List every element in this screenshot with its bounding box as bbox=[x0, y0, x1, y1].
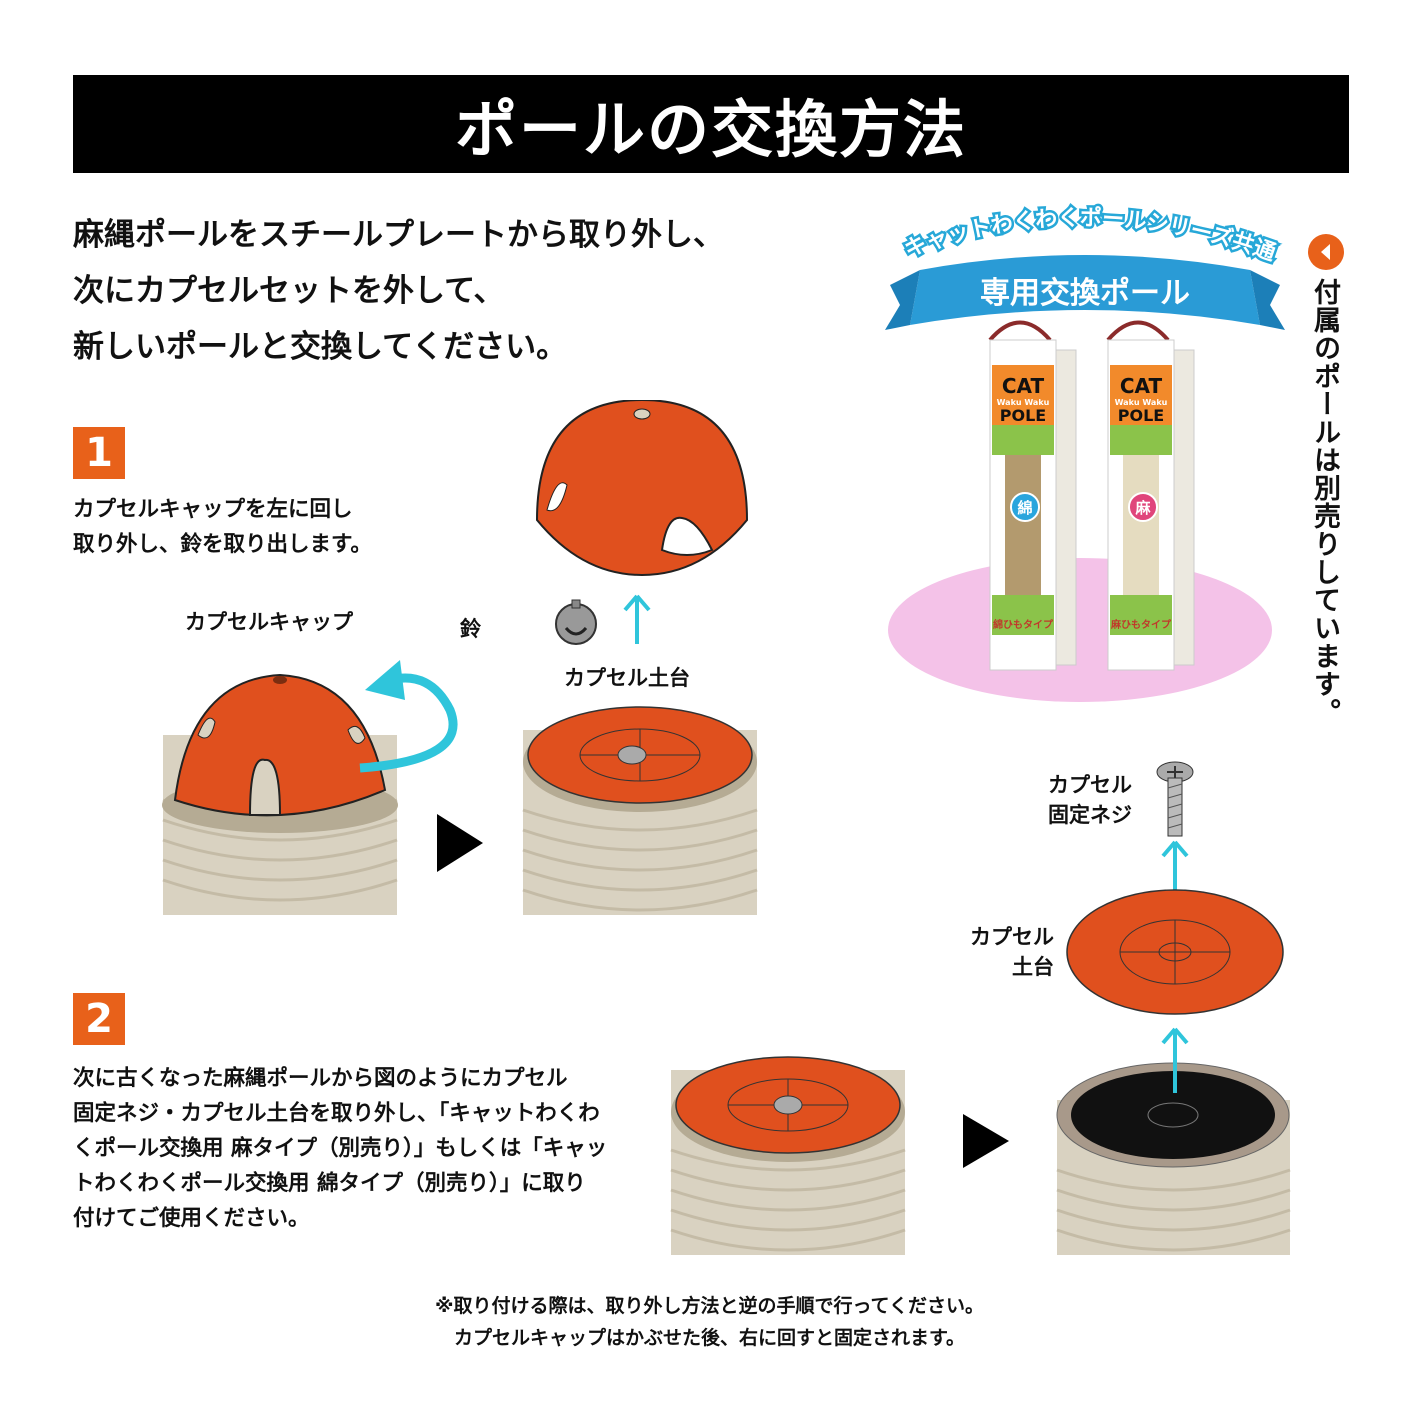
rotate-arrow-head bbox=[365, 660, 405, 700]
label-fixing-screw-line-1: カプセル bbox=[1048, 773, 1132, 797]
pole-rope-lines bbox=[522, 808, 758, 912]
ribbon-tail-right bbox=[1250, 270, 1285, 330]
label-capsule-base: カプセル土台 bbox=[564, 666, 690, 690]
box-brand-band bbox=[992, 365, 1054, 425]
pole-rope-lines bbox=[670, 1148, 906, 1252]
rotate-arrow bbox=[359, 673, 458, 773]
box-name: POLE bbox=[1000, 406, 1046, 425]
cap-hole bbox=[273, 676, 287, 684]
up-arrow-icon bbox=[623, 594, 651, 644]
label-base-line-1: カプセル bbox=[970, 925, 1054, 949]
label-base: カプセル 土台 bbox=[962, 922, 1054, 982]
box-pole bbox=[1123, 455, 1159, 615]
box-pole bbox=[1005, 455, 1041, 615]
step2-text-line-1: 次に古くなった麻縄ポールから図のようにカプセル bbox=[73, 1066, 568, 1091]
box-side bbox=[1173, 349, 1195, 666]
box-name: POLE bbox=[1118, 406, 1164, 425]
base-cross bbox=[1120, 920, 1230, 984]
box-type: 綿ひもタイプ bbox=[993, 618, 1054, 631]
left-arrow-icon bbox=[1308, 234, 1344, 270]
intro-line-1: 麻縄ポールをスチールプレートから取り外し、 bbox=[73, 217, 724, 253]
capsule-base-lifted-illustration bbox=[1066, 889, 1284, 1015]
product-box-hemp: CAT Waku Waku POLE 麻 麻ひもタイプ bbox=[1106, 320, 1195, 671]
steel-plate bbox=[1071, 1071, 1275, 1159]
pole-with-base-illustration bbox=[522, 706, 758, 915]
cap-slot-small bbox=[197, 717, 216, 739]
footer-note-2: カプセルキャップはかぶせた後、右に回すと固定されます。 bbox=[453, 1327, 966, 1349]
screw-head-icon bbox=[617, 745, 647, 765]
label-bell: 鈴 bbox=[460, 617, 481, 641]
step2-text: 次に古くなった麻縄ポールから図のようにカプセル 固定ネジ・カプセル土台を取り外し… bbox=[73, 1061, 607, 1236]
cap-slot-small bbox=[546, 482, 568, 512]
pink-floor-ellipse bbox=[888, 558, 1272, 702]
cotton-badge bbox=[1010, 492, 1040, 522]
cap-hole bbox=[633, 408, 651, 420]
step2-text-line-2: 固定ネジ・カプセル土台を取り外し、「キャットわくわ bbox=[73, 1101, 600, 1126]
label-fixing-screw-line-2: 固定ネジ bbox=[1048, 803, 1132, 827]
screw-head-icon bbox=[773, 1095, 803, 1115]
side-note: 付属のポールは別売りしています。 bbox=[1309, 278, 1340, 726]
plate-hole bbox=[1147, 1102, 1199, 1128]
intro-line-3: 新しいポールと交換してください。 bbox=[73, 329, 568, 365]
box-type: 麻ひもタイプ bbox=[1110, 618, 1172, 631]
step2-text-line-5: 付けてご使用ください。 bbox=[73, 1206, 310, 1231]
product-box-cotton: CAT Waku Waku POLE 綿 綿ひもタイプ bbox=[988, 320, 1077, 671]
step1-number: 1 bbox=[73, 427, 125, 479]
cap-slot bbox=[660, 516, 714, 556]
cotton-badge-text: 綿 bbox=[1017, 499, 1032, 517]
screw-icon bbox=[1156, 761, 1194, 837]
play-arrow-icon bbox=[963, 1114, 1009, 1168]
intro-text: 麻縄ポールをスチールプレートから取り外し、 次にカプセルセットを外して、 新しい… bbox=[73, 207, 724, 375]
ribbon-text: 専用交換ポール bbox=[980, 276, 1190, 311]
label-fixing-screw: カプセル 固定ネジ bbox=[1048, 770, 1132, 830]
capsule-cap bbox=[535, 400, 749, 577]
box-brand: CAT bbox=[1120, 374, 1163, 398]
box-bottom-band bbox=[1110, 595, 1172, 635]
box-side bbox=[1055, 349, 1077, 666]
step1-text-line-2: 取り外し、鈴を取り出します。 bbox=[73, 532, 372, 557]
label-base-line-2: 土台 bbox=[1012, 955, 1054, 979]
box-green-band bbox=[1110, 425, 1172, 455]
cap-slot bbox=[248, 758, 282, 816]
ribbon-tail-left bbox=[885, 270, 920, 330]
step2-pole-with-base-illustration bbox=[670, 1056, 906, 1255]
box-handle bbox=[1106, 320, 1170, 342]
box-brand: CAT bbox=[1002, 374, 1045, 398]
box-brand-band bbox=[1110, 365, 1172, 425]
page-title: ポールの交換方法 bbox=[454, 93, 967, 166]
box-handle bbox=[988, 320, 1052, 342]
step2-text-line-3: くポール交換用 麻タイプ（別売り）」もしくは「キャッ bbox=[73, 1136, 608, 1161]
hemp-badge-text: 麻 bbox=[1134, 499, 1151, 517]
step2-number: 2 bbox=[73, 993, 125, 1045]
step1-text: カプセルキャップを左に回し 取り外し、鈴を取り出します。 bbox=[73, 492, 372, 562]
cap-slot-small bbox=[347, 725, 366, 744]
pole-rope-lines bbox=[1056, 1168, 1291, 1252]
pole-top-illustration bbox=[1056, 1062, 1291, 1255]
box-green-band bbox=[992, 425, 1054, 455]
box-bottom-band bbox=[992, 595, 1054, 635]
title-bar: ポールの交換方法 bbox=[73, 75, 1349, 173]
box-sub: Waku Waku bbox=[1115, 398, 1168, 407]
hemp-badge bbox=[1128, 492, 1158, 522]
pole-with-cap-illustration bbox=[162, 660, 458, 915]
footer-note-1: ※取り付ける際は、取り外し方法と逆の手順で行ってください。 bbox=[435, 1295, 984, 1317]
bell-icon bbox=[555, 599, 597, 645]
ribbon bbox=[910, 255, 1260, 325]
step1-text-line-1: カプセルキャップを左に回し bbox=[73, 497, 353, 522]
intro-line-2: 次にカプセルセットを外して、 bbox=[73, 273, 505, 309]
label-capsule-cap: カプセルキャップ bbox=[185, 610, 353, 634]
capsule-cap-lifted-illustration bbox=[535, 400, 749, 577]
replacement-pole-illustration: キャットわくわくポールシリーズ共通 専用交換ポール CAT Waku Waku … bbox=[885, 202, 1285, 702]
up-arrow-icon bbox=[1161, 1027, 1189, 1093]
play-arrow-icon bbox=[437, 814, 483, 872]
box-sub: Waku Waku bbox=[997, 398, 1050, 407]
step2-text-line-4: トわくわくポール交換用 綿タイプ（別売り）」に取り bbox=[73, 1171, 586, 1196]
